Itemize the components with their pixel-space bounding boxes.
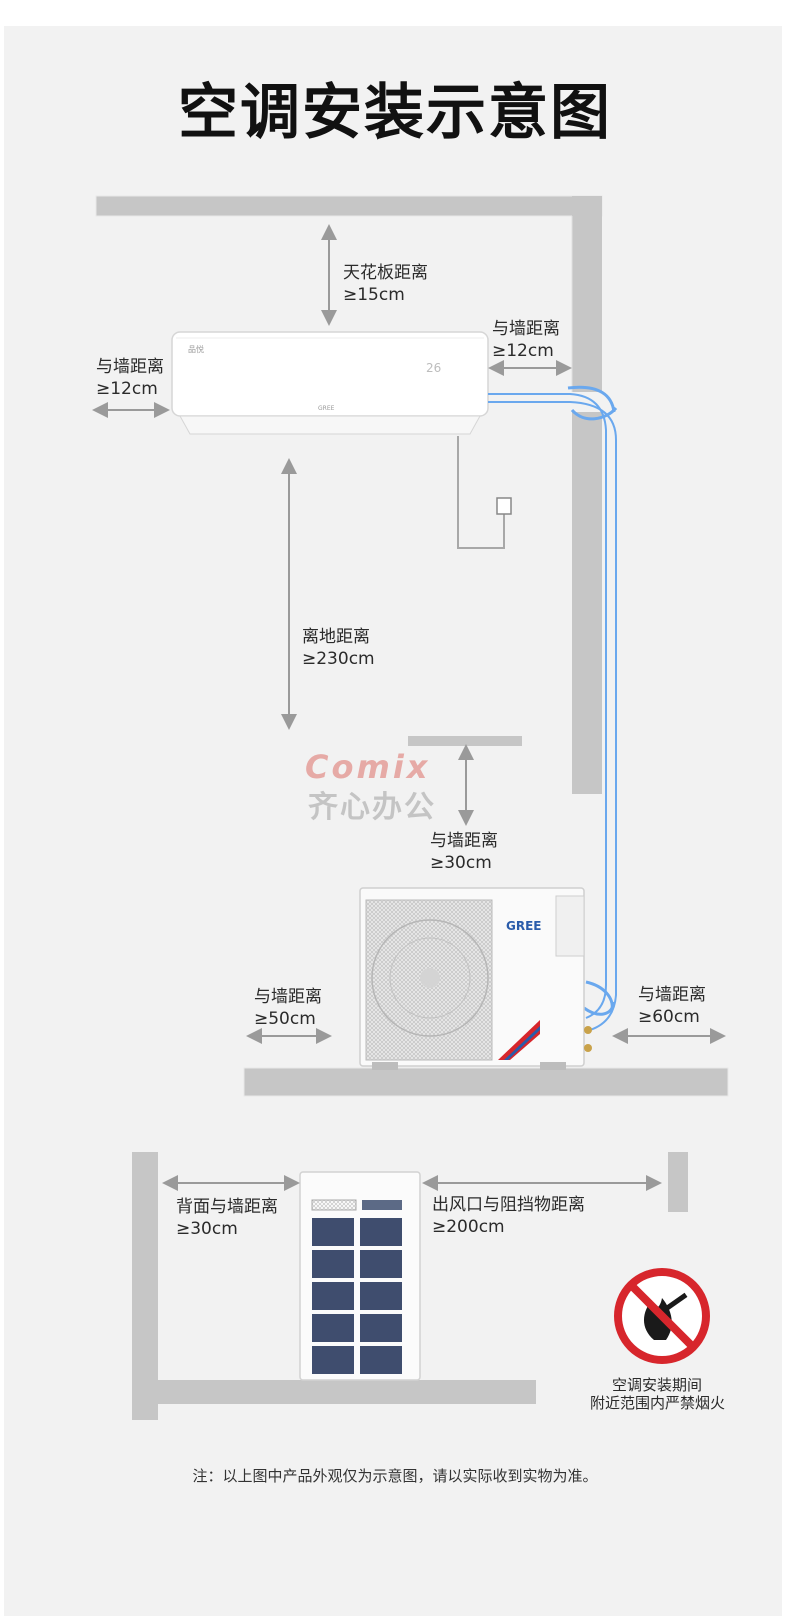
- indoor-right-distance-title: 与墙距离: [492, 319, 560, 339]
- outdoor-brand-mark: GREE: [506, 919, 541, 933]
- indoor-unit: 品悦 26 GREE: [171, 331, 489, 435]
- watermark-text: 齐心办公: [308, 790, 436, 825]
- top-wall: [95, 195, 603, 794]
- indoor-display-value: 26: [426, 361, 441, 375]
- outdoor-right-distance-title: 与墙距离: [638, 985, 706, 1005]
- ceiling-distance-value: ≥15cm: [343, 285, 405, 305]
- outdoor-left-distance-value: ≥50cm: [254, 1009, 316, 1029]
- outdoor-top-distance-value: ≥30cm: [430, 853, 492, 873]
- ground-slab: [243, 1067, 729, 1097]
- watermark-logo: Comix: [305, 748, 431, 786]
- side-view-walls: [132, 1152, 688, 1420]
- outlet-distance-title: 出风口与阻挡物距离: [432, 1195, 585, 1215]
- ceiling-distance-title: 天花板距离: [343, 263, 428, 283]
- drain-pipe: [457, 436, 512, 549]
- outdoor-left-distance-title: 与墙距离: [254, 987, 322, 1007]
- outlet-distance-value: ≥200cm: [432, 1217, 505, 1237]
- outdoor-top-distance-title: 与墙距离: [430, 831, 498, 851]
- floor-distance-title: 离地距离: [302, 627, 370, 647]
- outdoor-right-distance-value: ≥60cm: [638, 1007, 700, 1027]
- indoor-model-mark: 品悦: [188, 344, 204, 354]
- outdoor-unit: GREE: [359, 887, 592, 1070]
- indoor-brand-mark: GREE: [318, 405, 335, 412]
- refrigerant-pipe: [488, 385, 618, 1031]
- indoor-left-distance-title: 与墙距离: [96, 357, 164, 377]
- small-wall: [408, 736, 522, 746]
- disclaimer-note: 注：以上图中产品外观仅为示意图，请以实际收到实物为准。: [192, 1467, 598, 1485]
- indoor-right-distance-value: ≥12cm: [492, 341, 554, 361]
- side-view-unit: [299, 1171, 421, 1381]
- floor-distance-value: ≥230cm: [302, 649, 375, 669]
- fire-warning-line2: 附近范围内严禁烟火: [590, 1394, 726, 1412]
- indoor-left-distance-value: ≥12cm: [96, 379, 158, 399]
- no-fire-icon: [614, 1268, 710, 1364]
- fire-warning-line1: 空调安装期间: [612, 1376, 703, 1394]
- page-title: 空调安装示意图: [178, 78, 612, 148]
- back-distance-title: 背面与墙距离: [176, 1197, 278, 1217]
- back-distance-value: ≥30cm: [176, 1219, 238, 1239]
